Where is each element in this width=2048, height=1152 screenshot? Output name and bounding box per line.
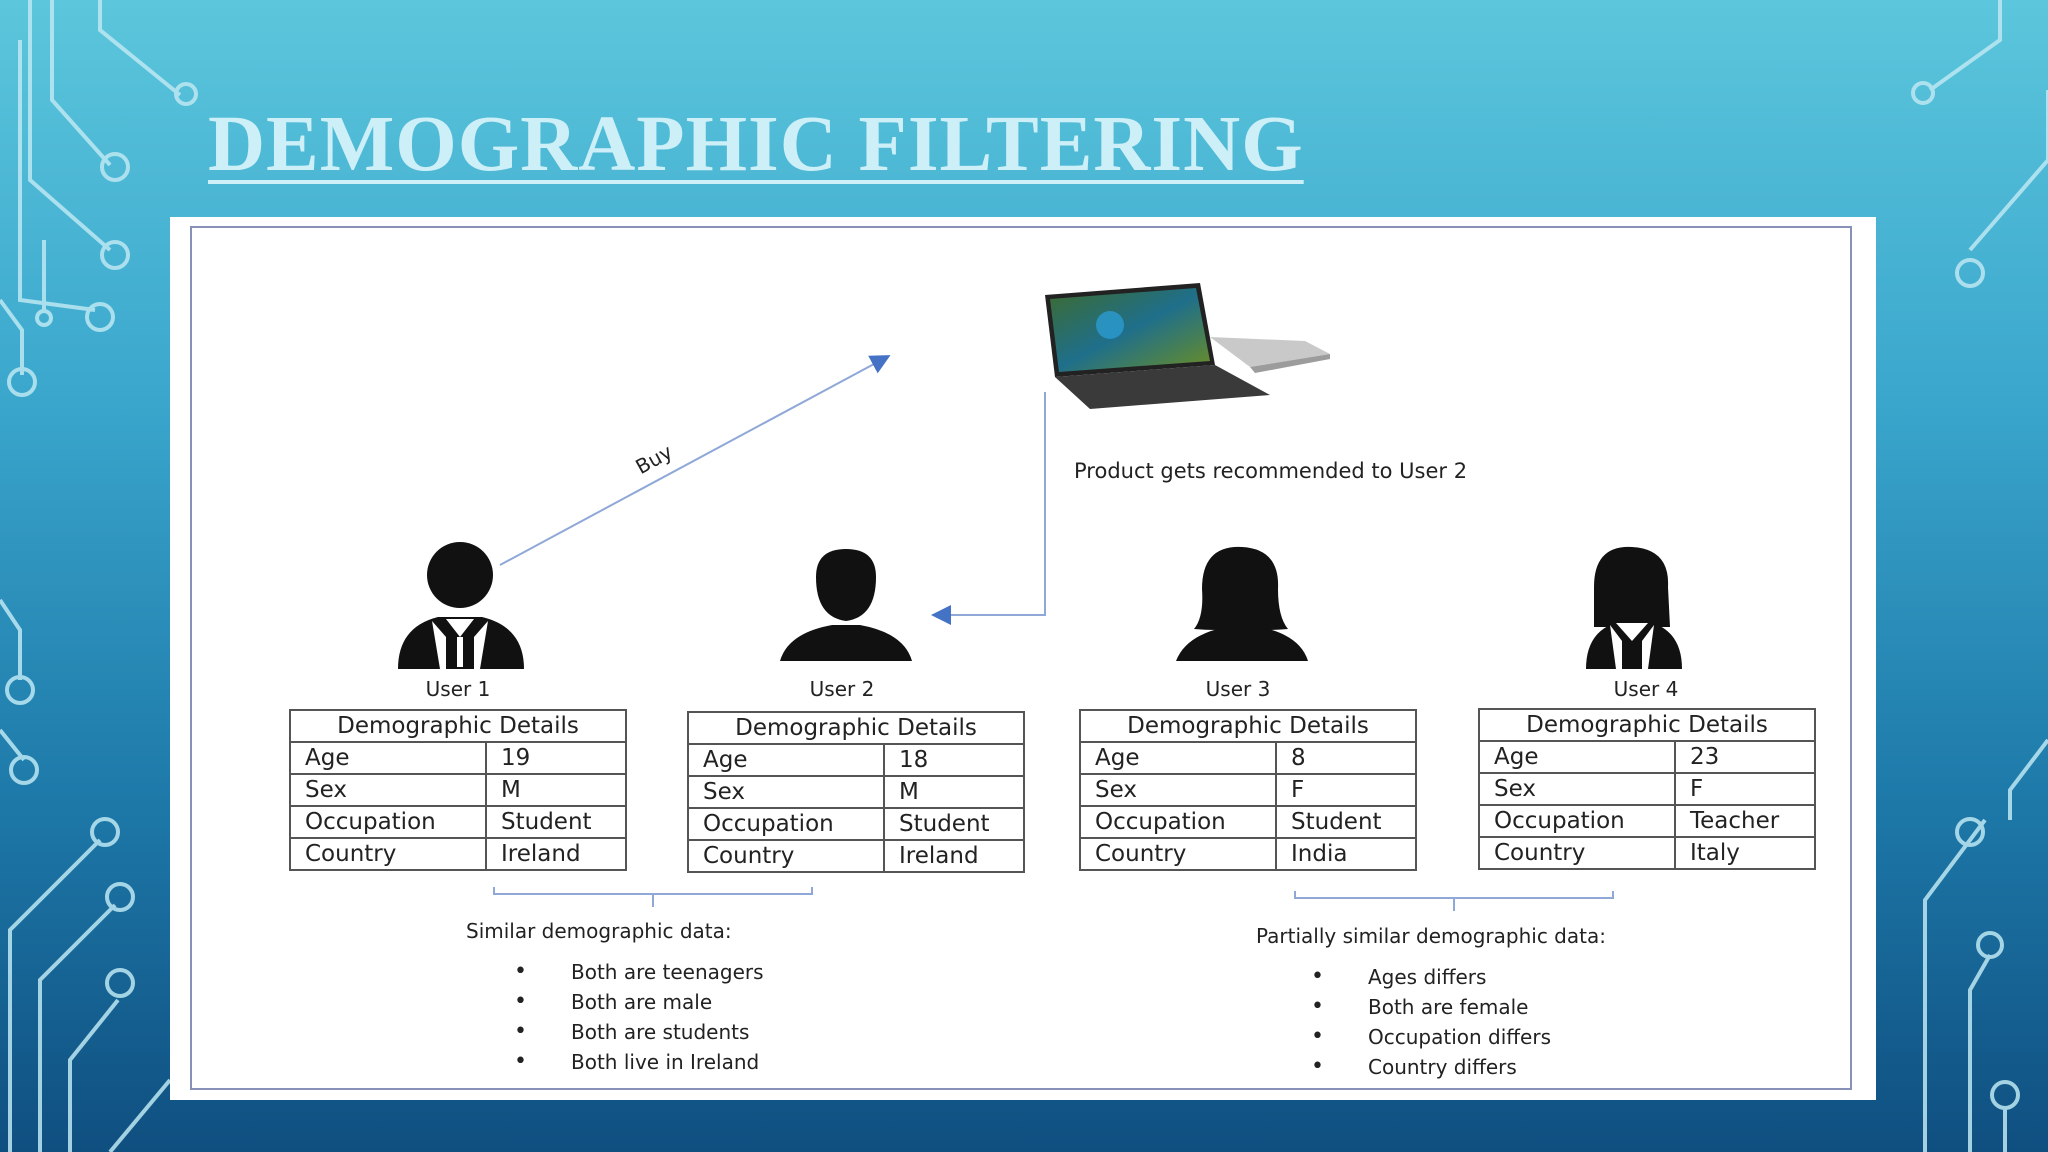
partially-similar-summary: Partially similar demographic data: Ages…: [1256, 924, 1606, 1082]
left-brace: [493, 887, 813, 907]
laptop-icon: [1045, 283, 1330, 409]
list-item: Both are teenagers: [514, 957, 763, 987]
row-value: M: [883, 775, 1025, 809]
user-3-icon: [1176, 546, 1308, 661]
row-key: Sex: [1079, 773, 1277, 807]
row-value: Student: [883, 807, 1025, 841]
row-key: Country: [687, 839, 885, 873]
row-key: Occupation: [289, 805, 487, 839]
row-key: Occupation: [687, 807, 885, 841]
row-value: India: [1275, 837, 1417, 871]
row-value: 18: [883, 743, 1025, 777]
user-1-icon: [398, 542, 524, 669]
user-4-label: User 4: [1613, 677, 1679, 701]
recommend-label: Product gets recommended to User 2: [1074, 459, 1468, 483]
list-item: Country differs: [1311, 1052, 1606, 1082]
summary-heading: Partially similar demographic data:: [1256, 924, 1606, 948]
list-item: Both are female: [1311, 992, 1606, 1022]
row-key: Country: [1478, 836, 1676, 870]
row-value: Student: [1275, 805, 1417, 839]
row-value: Student: [485, 805, 627, 839]
list-item: Both are students: [514, 1017, 764, 1047]
summary-heading: Similar demographic data:: [466, 919, 732, 943]
similar-summary: Similar demographic data: Both are teena…: [466, 919, 764, 1077]
figure-frame: [190, 226, 1852, 1090]
row-key: Occupation: [1079, 805, 1277, 839]
user-1-label: User 1: [425, 677, 491, 701]
table-header: Demographic Details: [289, 709, 627, 743]
recommend-arrow: [931, 392, 1046, 625]
row-value: M: [485, 773, 627, 807]
table-header: Demographic Details: [1079, 709, 1417, 743]
row-value: Ireland: [485, 837, 627, 871]
list-item: Occupation differs: [1311, 1022, 1606, 1052]
row-key: Age: [1478, 740, 1676, 774]
diagram-graphics: [398, 283, 1682, 911]
row-key: Country: [289, 837, 487, 871]
list-item: Both are male: [514, 987, 764, 1017]
row-value: Teacher: [1674, 804, 1816, 838]
buy-arrow: [499, 355, 891, 566]
table-header: Demographic Details: [1478, 708, 1816, 742]
row-value: F: [1275, 773, 1417, 807]
user-2-icon: [780, 549, 912, 661]
row-key: Age: [687, 743, 885, 777]
slide-title: DEMOGRAPHIC FILTERING: [208, 101, 1304, 188]
row-key: Sex: [687, 775, 885, 809]
table-header: Demographic Details: [687, 711, 1025, 745]
user-4-icon: [1586, 546, 1682, 669]
row-key: Age: [289, 741, 487, 775]
row-value: Italy: [1674, 836, 1816, 870]
row-value: F: [1674, 772, 1816, 806]
row-key: Age: [1079, 741, 1277, 775]
row-key: Country: [1079, 837, 1277, 871]
user-2-label: User 2: [809, 677, 875, 701]
user-3-label: User 3: [1205, 677, 1271, 701]
row-key: Sex: [1478, 772, 1676, 806]
row-value: 8: [1275, 741, 1417, 775]
list-item: Both live in Ireland: [514, 1047, 764, 1077]
row-key: Occupation: [1478, 804, 1676, 838]
row-key: Sex: [289, 773, 487, 807]
row-value: 23: [1674, 740, 1816, 774]
row-value: Ireland: [883, 839, 1025, 873]
right-brace: [1294, 891, 1614, 911]
list-item: Ages differs: [1311, 962, 1606, 992]
row-value: 19: [485, 741, 627, 775]
diagram-figure: Buy Product gets recommended to User 2 U…: [170, 217, 1876, 1100]
